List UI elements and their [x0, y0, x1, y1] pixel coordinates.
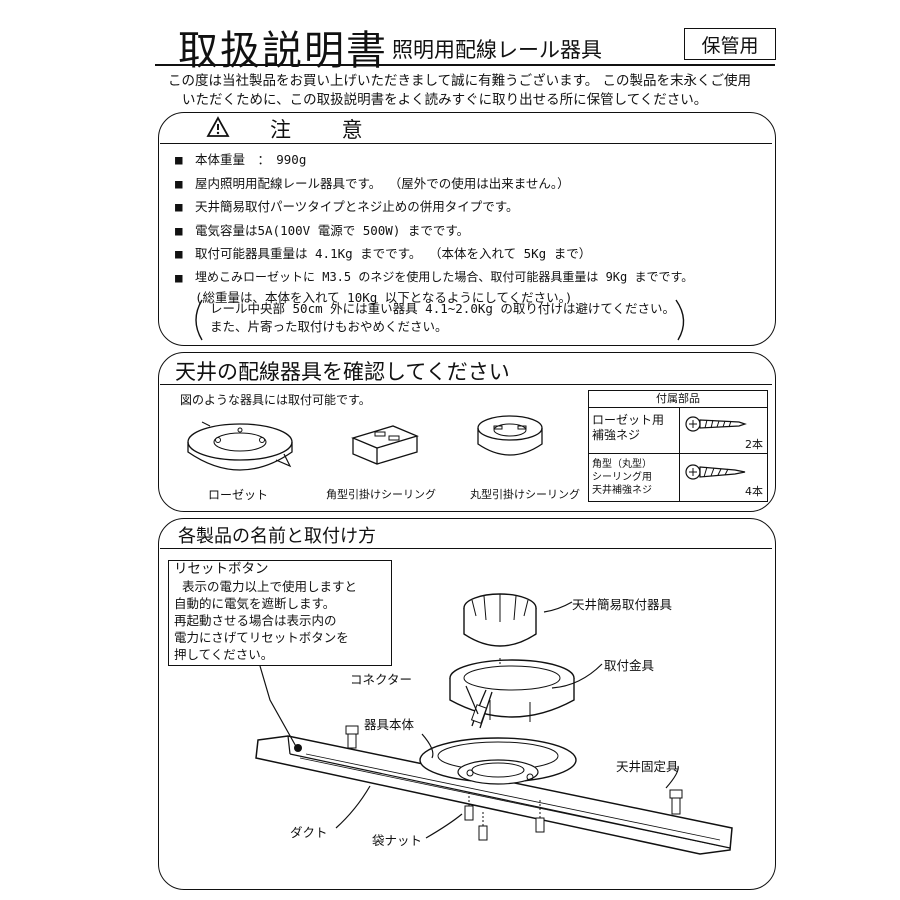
note-bracket — [195, 299, 685, 341]
reset-line: 自動的に電気を遮断します。 — [174, 596, 336, 611]
intro-line-2: いただくために、この取扱説明書をよく読みすぐに取り出せる所に保管してください。 — [182, 92, 708, 108]
bullet-icon: ■ — [175, 269, 183, 285]
parts-panel — [158, 518, 776, 890]
accessory-row: ローゼット用 補強ネジ 2本 — [589, 407, 767, 454]
caution-item: ■本体重量 ： 990g — [175, 148, 770, 172]
round-ceiling-illustration — [477, 415, 543, 456]
screw-icon — [685, 464, 746, 480]
accessories-header: 付属部品 — [589, 391, 767, 408]
check-panel — [158, 352, 776, 512]
bullet-icon: ■ — [175, 222, 183, 238]
accessory-qty: 4本 — [745, 485, 763, 498]
check-section-title: 天井の配線器具を確認してください — [175, 361, 510, 384]
reset-title: リセットボタン — [174, 561, 269, 577]
accessory-name: ローゼット用 補強ネジ — [592, 413, 665, 442]
square-ceiling-illustration — [351, 425, 419, 465]
bullet-icon: ■ — [175, 199, 183, 214]
reset-line: 押してください。 — [174, 647, 274, 662]
bullet-icon: ■ — [175, 152, 183, 167]
fixture-label-square: 角型引掛けシーリング — [326, 488, 436, 501]
reset-callout: リセットボタン 表示の電力以上で使用しますと 自動的に電気を遮断します。 再起動… — [174, 561, 357, 663]
intro-line-1: この度は当社製品をお買い上げいただきまして誠に有難うございます。 この製品を末永… — [168, 73, 752, 89]
reset-line: 表示の電力以上で使用しますと — [182, 579, 358, 594]
note-line-2: また、片寄った取付けもおやめください。 — [210, 319, 448, 334]
check-divider — [160, 384, 772, 385]
caution-item: ■電気容量は5A(100V 電源で 500W) までです。 — [175, 219, 770, 243]
bullet-icon: ■ — [175, 246, 183, 261]
accessory-row: 角型（丸型） シーリング用 天井補強ネジ 4本 — [589, 453, 767, 501]
caution-item: ■屋内照明用配線レール器具です。 （屋外での使用は出来ません。） — [175, 172, 770, 196]
caution-panel — [158, 112, 776, 346]
caution-item: ■天井簡易取付パーツタイプとネジ止めの併用タイプです。 — [175, 195, 770, 219]
accessory-name: 角型（丸型） シーリング用 天井補強ネジ — [592, 459, 652, 496]
storage-badge: 保管用 — [684, 28, 776, 60]
accessory-qty: 2本 — [745, 438, 763, 451]
accessories-table: 付属部品 ローゼット用 補強ネジ 2本 角型（丸型） シーリング用 天井補強ネジ… — [588, 390, 768, 502]
reset-callout-box — [168, 560, 392, 666]
note-line-1: レール中央部 50cm 外には重い器具 4.1~2.0Kg の取り付けは避けてく… — [210, 301, 676, 316]
label-mount: 取付金具 — [604, 658, 655, 673]
caution-note: レール中央部 50cm 外には重い器具 4.1~2.0Kg の取り付けは避けてく… — [200, 300, 696, 338]
parts-section-title: 各製品の名前と取付け方 — [178, 526, 376, 546]
parts-divider — [160, 548, 772, 549]
reset-line: 再起動させる場合は表示内の — [174, 613, 337, 628]
fixture-label-round: 丸型引掛けシーリング — [470, 488, 580, 501]
fixture-label-rosette: ローゼット — [208, 488, 269, 502]
caution-item-continuation: (総重量は、本体を入れて 10Kg 以下となるようにしてください。) — [195, 290, 573, 305]
label-duct: ダクト — [290, 825, 328, 840]
screw-icon — [685, 416, 747, 432]
caution-divider — [160, 143, 772, 144]
label-body: 器具本体 — [364, 717, 415, 732]
caution-title: 注 意 — [270, 118, 385, 142]
label-nut: 袋ナット — [372, 833, 423, 848]
header-underline — [155, 64, 775, 66]
document-title: 取扱説明書 — [178, 28, 388, 74]
intro-text: この度は当社製品をお買い上げいただきまして誠に有難うございます。 この製品を末永… — [168, 72, 768, 110]
warning-triangle-icon — [206, 116, 230, 137]
assembly-illustration — [255, 593, 733, 855]
label-ceiling-bracket: 天井簡易取付器具 — [572, 597, 673, 612]
caution-item: ■取付可能器具重量は 4.1Kg までです。 （本体を入れて 5Kg まで） — [175, 242, 770, 266]
label-connector: コネクター — [350, 672, 413, 687]
reset-line: 電力にさげてリセットボタンを — [174, 630, 349, 645]
bullet-icon: ■ — [175, 175, 183, 191]
label-fixing: 天井固定具 — [616, 759, 679, 774]
rosette-illustration — [187, 421, 293, 471]
document-subtitle: 照明用配線レール器具 — [392, 38, 602, 62]
caution-list: ■本体重量 ： 990g ■屋内照明用配線レール器具です。 （屋外での使用は出来… — [175, 148, 770, 307]
caution-item: ■埋めこみローゼットに M3.5 のネジを使用した場合、取付可能器具重量は 9K… — [175, 266, 770, 290]
check-description: 図のような器具には取付可能です。 — [180, 393, 371, 407]
